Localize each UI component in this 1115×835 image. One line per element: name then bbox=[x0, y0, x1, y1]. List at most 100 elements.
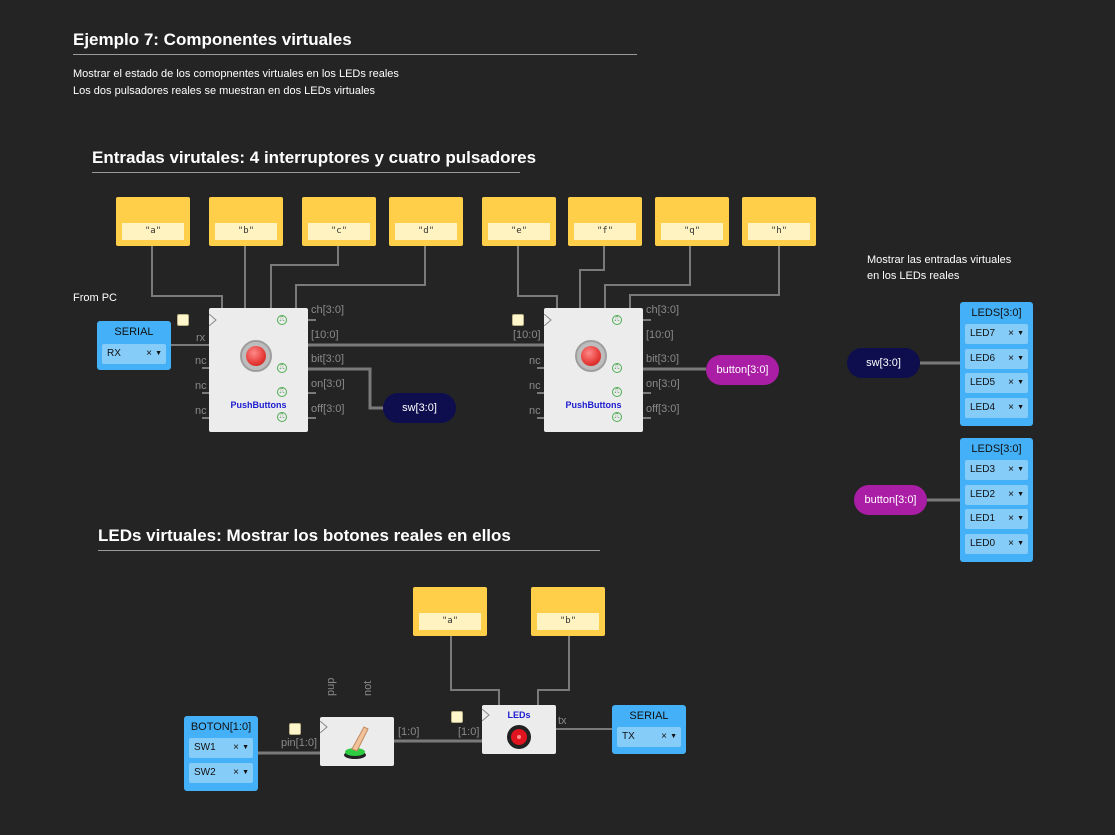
wire bbox=[270, 246, 339, 308]
constant-value: "q" bbox=[661, 223, 723, 240]
clock-input-icon bbox=[544, 314, 552, 326]
port-label: on[3:0] bbox=[311, 378, 345, 390]
close-icon[interactable]: × bbox=[233, 742, 239, 753]
boton-input-block[interactable]: BOTON[1:0] SW1×▼ SW2×▼ bbox=[184, 716, 258, 791]
clock-input-icon bbox=[209, 314, 217, 326]
close-icon[interactable]: × bbox=[1008, 353, 1014, 364]
switch-block[interactable] bbox=[320, 717, 394, 766]
wire bbox=[450, 636, 500, 706]
pin-label: LED4 bbox=[970, 402, 996, 413]
close-icon[interactable]: × bbox=[1008, 402, 1014, 413]
pin-label: SW2 bbox=[194, 767, 216, 778]
clock-icon: ⎍ bbox=[277, 363, 287, 373]
pin-select[interactable]: LED4 ×▼ bbox=[965, 398, 1028, 418]
pin-select[interactable]: LED2 ×▼ bbox=[965, 485, 1028, 505]
dropdown-arrow-icon[interactable]: ▼ bbox=[242, 744, 249, 751]
dropdown-arrow-icon[interactable]: ▼ bbox=[1017, 540, 1024, 547]
leds-output-block[interactable]: LEDS[3:0] LED3×▼ LED2×▼ LED1×▼ LED0×▼ bbox=[960, 438, 1033, 562]
serial-output-block[interactable]: SERIAL TX × ▼ bbox=[612, 705, 686, 754]
port-label: nc bbox=[529, 380, 541, 392]
pushbutton-icon bbox=[575, 340, 607, 372]
constant-block[interactable]: "c" bbox=[302, 197, 376, 246]
pushbuttons-block[interactable]: ⎍ ⎍ ⎍ ⎍ PushButtons bbox=[544, 308, 643, 432]
constant-block[interactable]: "q" bbox=[655, 197, 729, 246]
label-sw[interactable]: sw[3:0] bbox=[847, 348, 920, 378]
pin-select[interactable]: SW1×▼ bbox=[189, 738, 253, 758]
pin-select[interactable]: LED5×▼ bbox=[965, 373, 1028, 393]
leds-block[interactable]: LEDs bbox=[482, 705, 556, 754]
port-label: [1:0] bbox=[458, 726, 480, 738]
clock-icon: ⎍ bbox=[277, 315, 287, 325]
constant-block[interactable]: "a" bbox=[413, 587, 487, 636]
close-icon[interactable]: × bbox=[1008, 464, 1014, 475]
port-label: ch[3:0] bbox=[311, 304, 345, 316]
pin-select[interactable]: TX × ▼ bbox=[617, 727, 681, 747]
description-line: Los dos pulsadores reales se muestran en… bbox=[73, 85, 376, 97]
clock-icon: ⎍ bbox=[612, 315, 622, 325]
note-text: Mostrar las entradas virtuales bbox=[867, 254, 1012, 266]
from-pc-label: From PC bbox=[73, 292, 117, 304]
serial-input-block[interactable]: SERIAL RX × ▼ bbox=[97, 321, 171, 370]
block-label: LEDs bbox=[507, 710, 531, 720]
dropdown-arrow-icon[interactable]: ▼ bbox=[1017, 466, 1024, 473]
label-button[interactable]: button[3:0] bbox=[854, 485, 927, 515]
dropdown-arrow-icon[interactable]: ▼ bbox=[1017, 355, 1024, 362]
wire bbox=[295, 246, 426, 308]
pushbuttons-block[interactable]: ⎍ ⎍ ⎍ ⎍ PushButtons bbox=[209, 308, 308, 432]
pushbutton-icon bbox=[240, 340, 272, 372]
pin-select[interactable]: LED0×▼ bbox=[965, 534, 1028, 554]
dropdown-arrow-icon[interactable]: ▼ bbox=[242, 769, 249, 776]
dropdown-arrow-icon[interactable]: ▼ bbox=[670, 733, 677, 740]
section-title: Entradas virutales: 4 interruptores y cu… bbox=[92, 148, 537, 167]
pin-label: LED2 bbox=[970, 489, 996, 500]
leds-output-block[interactable]: LEDS[3:0] LED7×▼ LED6×▼ LED5×▼ LED4×▼ bbox=[960, 302, 1033, 426]
parameter-square[interactable] bbox=[289, 723, 301, 735]
label-sw[interactable]: sw[3:0] bbox=[383, 393, 456, 423]
dropdown-arrow-icon[interactable]: ▼ bbox=[1017, 330, 1024, 337]
label-button[interactable]: button[3:0] bbox=[706, 355, 779, 385]
constant-block[interactable]: "b" bbox=[531, 587, 605, 636]
pin-select[interactable]: LED1×▼ bbox=[965, 509, 1028, 529]
dropdown-arrow-icon[interactable]: ▼ bbox=[1017, 491, 1024, 498]
close-icon[interactable]: × bbox=[661, 731, 667, 742]
close-icon[interactable]: × bbox=[1008, 513, 1014, 524]
close-icon[interactable]: × bbox=[1008, 377, 1014, 388]
leds-title: LEDS[3:0] bbox=[971, 443, 1022, 455]
pin-select[interactable]: RX × ▼ bbox=[102, 344, 166, 364]
pin-label: RX bbox=[107, 348, 121, 359]
constant-block[interactable]: "b" bbox=[209, 197, 283, 246]
dropdown-arrow-icon[interactable]: ▼ bbox=[1017, 404, 1024, 411]
pin-label: TX bbox=[622, 731, 635, 742]
wire bbox=[517, 246, 558, 308]
dropdown-arrow-icon[interactable]: ▼ bbox=[1017, 515, 1024, 522]
pin-select[interactable]: LED7×▼ bbox=[965, 324, 1028, 344]
pin-select[interactable]: SW2 ×▼ bbox=[189, 763, 253, 783]
close-icon[interactable]: × bbox=[1008, 328, 1014, 339]
constant-block[interactable]: "f" bbox=[568, 197, 642, 246]
parameter-square[interactable] bbox=[512, 314, 524, 326]
close-icon[interactable]: × bbox=[146, 348, 152, 359]
constant-block[interactable]: "a" bbox=[116, 197, 190, 246]
leds-title: LEDS[3:0] bbox=[971, 307, 1022, 319]
pin-select[interactable]: LED3×▼ bbox=[965, 460, 1028, 480]
pin-label: LED6 bbox=[970, 353, 996, 364]
port-label: nc bbox=[195, 405, 207, 417]
pin-select[interactable]: LED6 ×▼ bbox=[965, 349, 1028, 369]
dropdown-arrow-icon[interactable]: ▼ bbox=[1017, 379, 1024, 386]
constant-block[interactable]: "h" bbox=[742, 197, 816, 246]
close-icon[interactable]: × bbox=[233, 767, 239, 778]
section-divider bbox=[92, 172, 520, 173]
constant-value: "d" bbox=[395, 223, 457, 240]
constant-value: "a" bbox=[122, 223, 184, 240]
block-label: PushButtons bbox=[565, 400, 622, 410]
close-icon[interactable]: × bbox=[1008, 538, 1014, 549]
close-icon[interactable]: × bbox=[1008, 489, 1014, 500]
block-label: PushButtons bbox=[230, 400, 287, 410]
parameter-square[interactable] bbox=[177, 314, 189, 326]
constant-block[interactable]: "e" bbox=[482, 197, 556, 246]
port-label: pin[1:0] bbox=[281, 737, 318, 749]
constant-value: "b" bbox=[215, 223, 277, 240]
parameter-square[interactable] bbox=[451, 711, 463, 723]
dropdown-arrow-icon[interactable]: ▼ bbox=[155, 350, 162, 357]
constant-block[interactable]: "d" bbox=[389, 197, 463, 246]
